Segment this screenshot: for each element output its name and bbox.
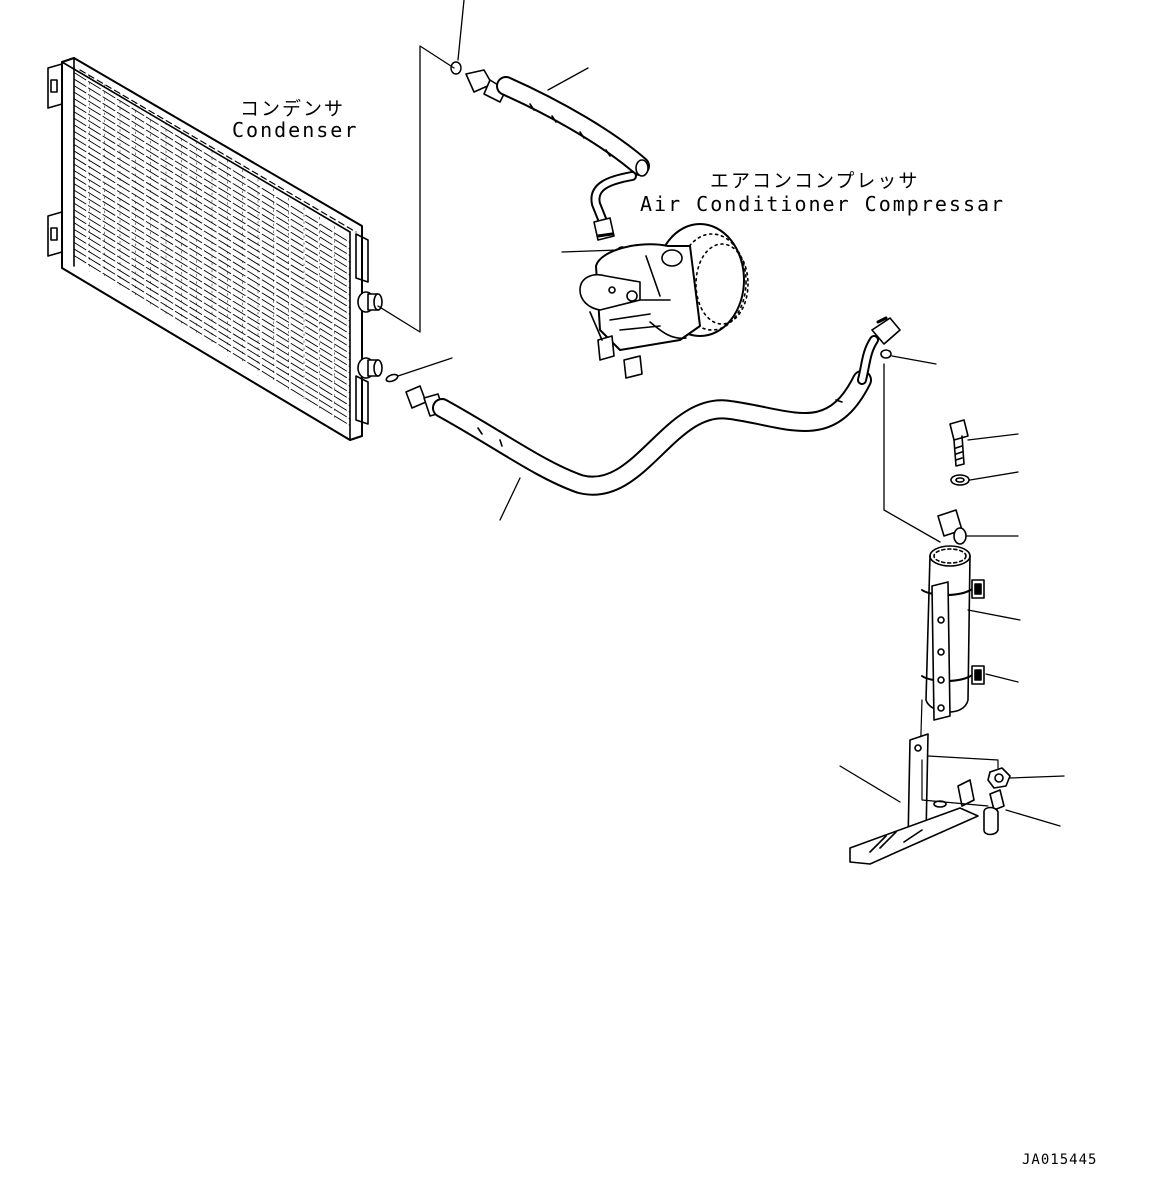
compressor-label-en: Air Conditioner Compressar: [640, 192, 1006, 216]
upper-hose: [450, 61, 650, 241]
drawing-code: JA015445: [1022, 1152, 1098, 1168]
condenser-label-en: Condenser: [232, 118, 359, 142]
receiver-dryer: [839, 419, 1065, 865]
condenser-unit: [47, 57, 383, 441]
condenser-label-jp: コンデンサ: [240, 98, 346, 120]
air-conditioner-compressor: [579, 223, 749, 379]
lower-hose: [385, 316, 901, 521]
compressor-label-jp: エアコンコンプレッサ: [710, 170, 920, 192]
leader-line: [377, 45, 455, 333]
